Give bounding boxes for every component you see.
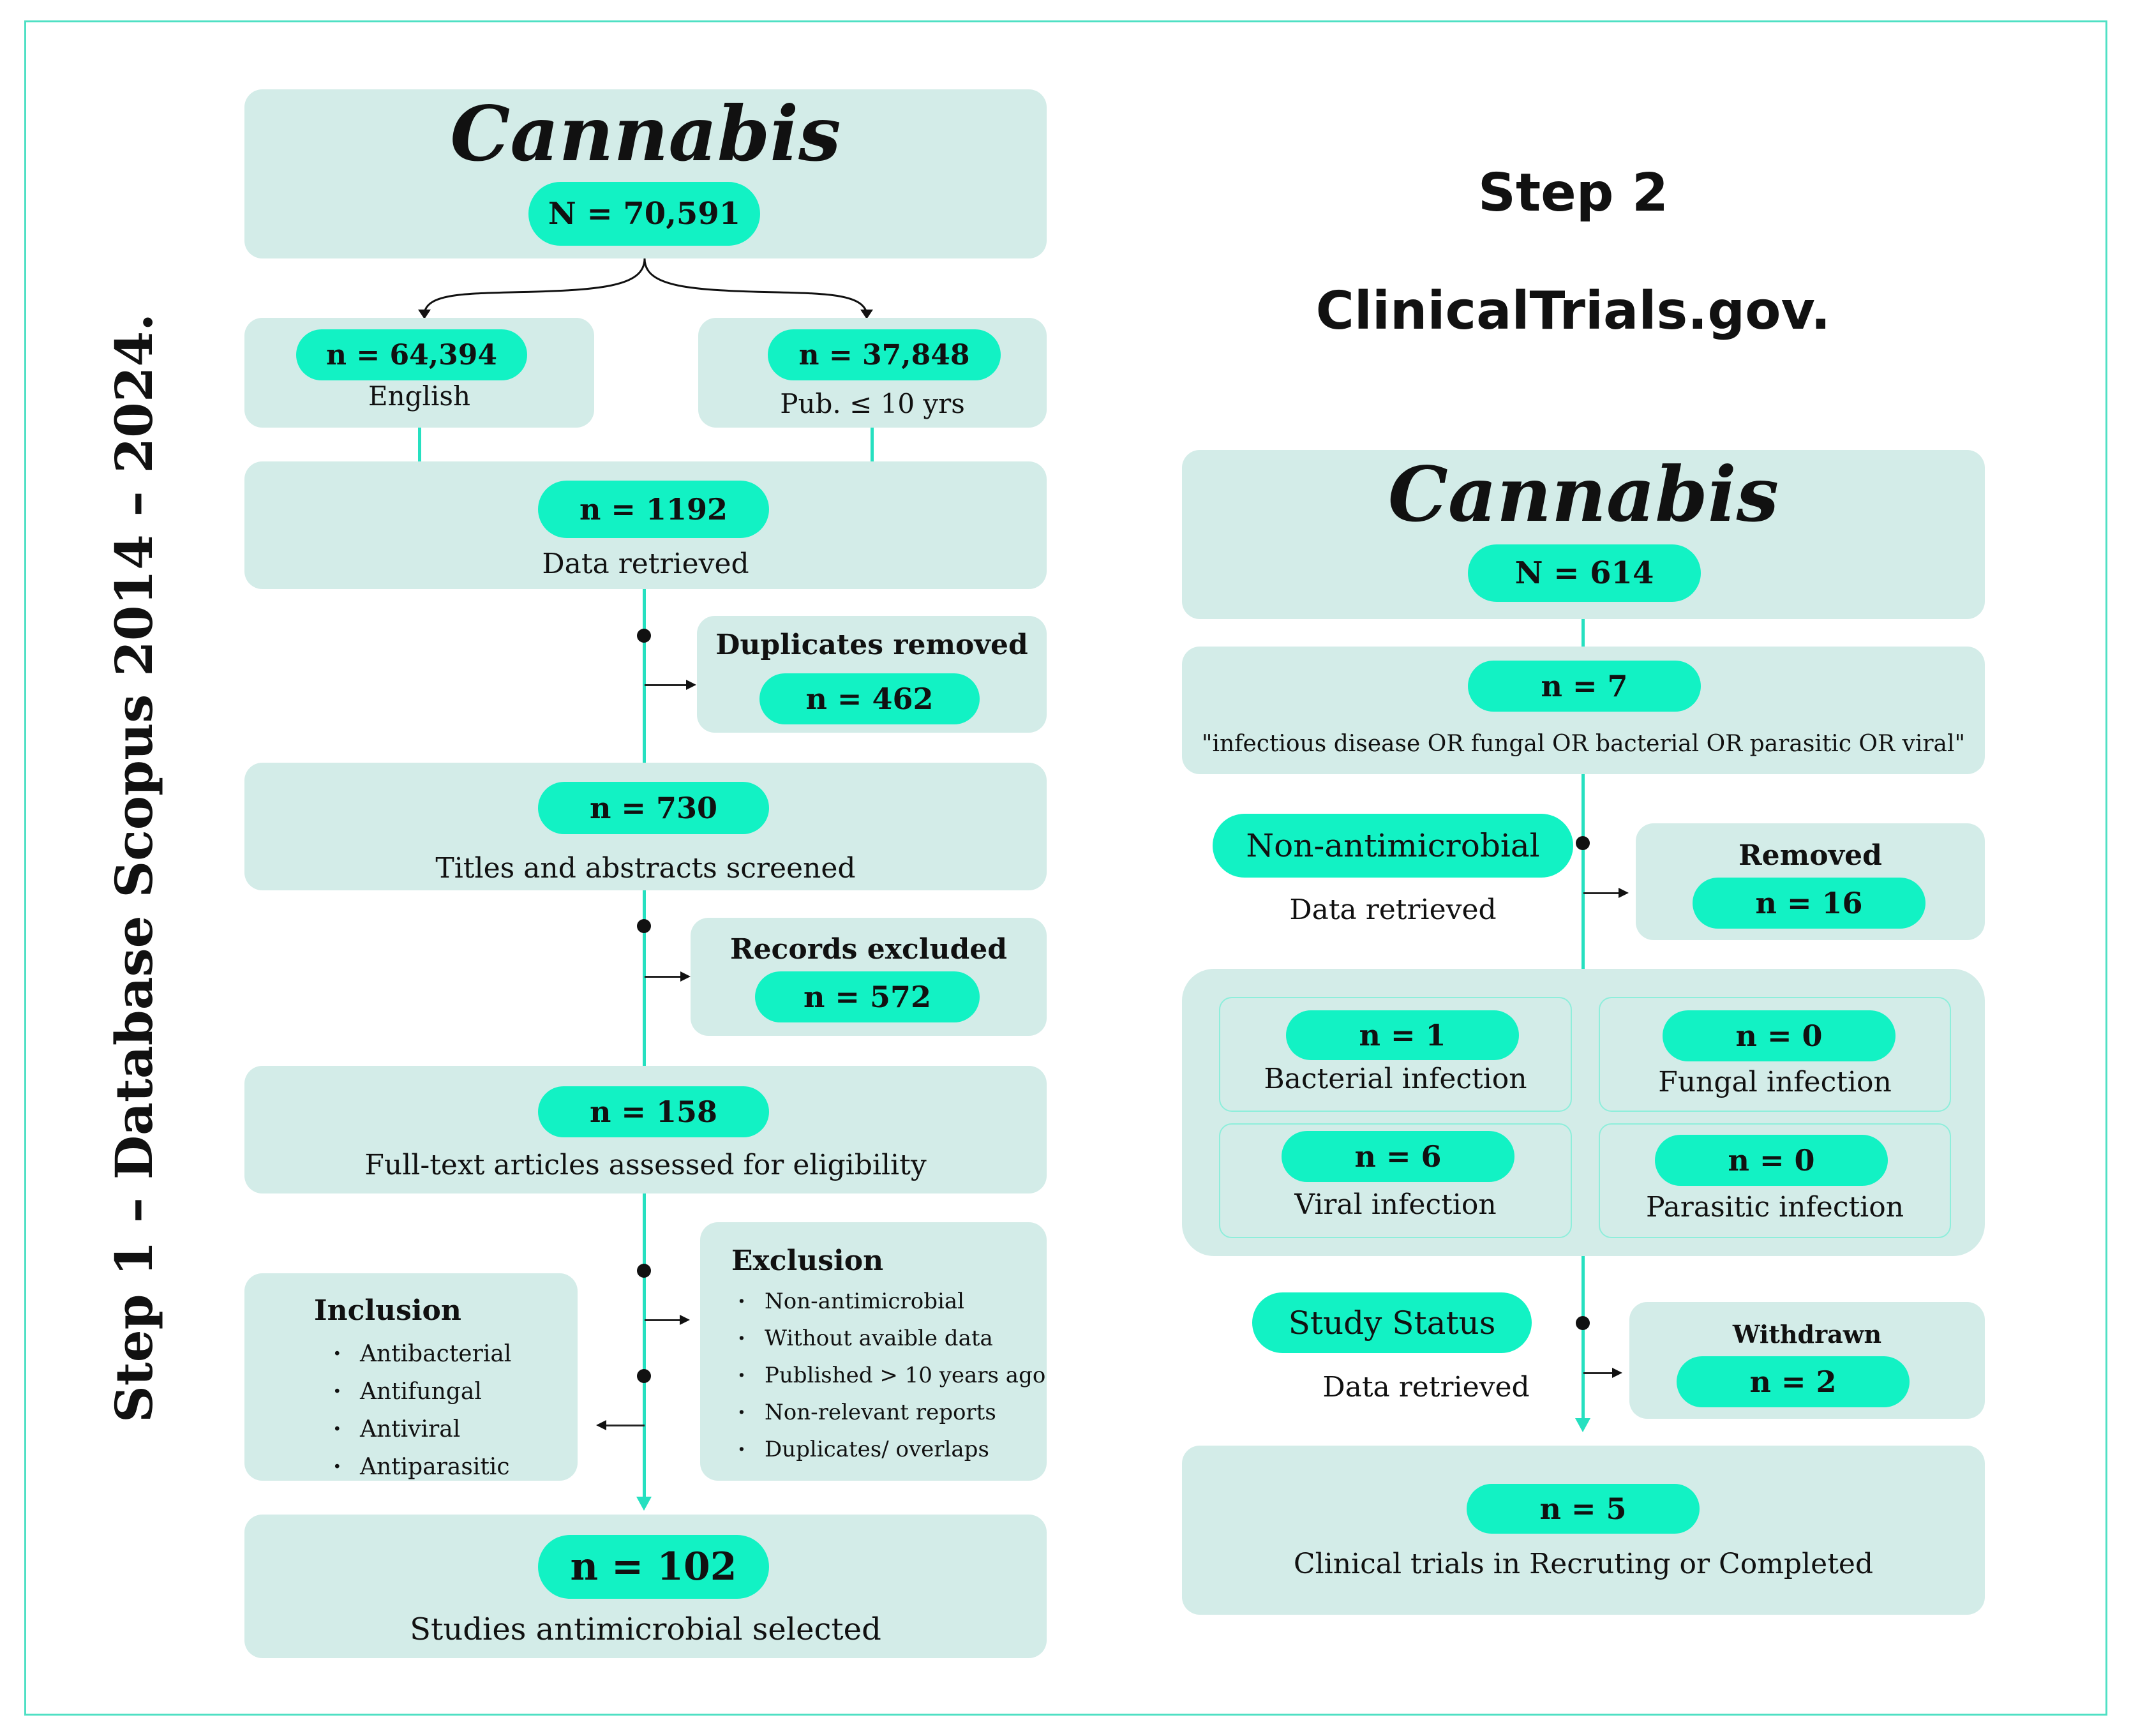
infection-card-bacterial xyxy=(1219,997,1572,1112)
exclusion-item: Published > 10 years ago xyxy=(730,1357,1045,1394)
study-status-tag: Study Status xyxy=(1252,1292,1532,1353)
exclusion-title: Exclusion xyxy=(731,1245,884,1277)
fungal-pill: n = 0 xyxy=(1663,1010,1895,1061)
excluded-dot xyxy=(637,919,651,933)
inclusion-branch xyxy=(605,1425,645,1426)
infection-card-fungal xyxy=(1599,997,1951,1112)
pub-pill: n = 37,848 xyxy=(768,329,1001,380)
exclusion-item: Duplicates/ overlaps xyxy=(730,1431,1045,1468)
pub-label: Pub. ≤ 10 yrs xyxy=(780,388,965,419)
bacterial-label: Bacterial infection xyxy=(1264,1063,1527,1095)
step2-cannabis-title: Cannabis xyxy=(1387,450,1779,539)
step2-title: Step 2 xyxy=(1477,163,1669,223)
withdrawn-arrow xyxy=(1612,1368,1622,1378)
inclusion-item: Antiviral xyxy=(325,1410,511,1448)
step2-connector-top xyxy=(1581,619,1585,648)
figure-frame xyxy=(24,20,2107,1716)
step2-total-pill: N = 614 xyxy=(1468,544,1701,602)
english-label: English xyxy=(368,380,471,412)
inclusion-arrow xyxy=(596,1420,606,1430)
fungal-label: Fungal infection xyxy=(1658,1066,1892,1098)
selected-label: Studies antimicrobial selected xyxy=(410,1612,881,1647)
exclusion-item: Without avaible data xyxy=(730,1320,1045,1357)
excluded-branch xyxy=(645,976,684,978)
step2-source: ClinicalTrials.gov. xyxy=(1315,281,1831,341)
duplicates-title: Duplicates removed xyxy=(715,629,1028,661)
withdrawn-pill: n = 2 xyxy=(1677,1356,1910,1407)
exclusion-item: Non-relevant reports xyxy=(730,1394,1045,1431)
screened-label: Titles and abstracts screened xyxy=(435,852,856,885)
exclusion-branch xyxy=(645,1319,683,1321)
pub-connector xyxy=(871,428,874,463)
inclusion-dot xyxy=(637,1369,651,1383)
withdrawn-title: Withdrawn xyxy=(1732,1320,1882,1349)
bacterial-pill: n = 1 xyxy=(1286,1010,1519,1060)
fulltext-pill: n = 158 xyxy=(538,1086,769,1137)
step1-cannabis-title: Cannabis xyxy=(450,89,841,178)
retrieved-label: Data retrieved xyxy=(542,548,749,580)
parasitic-pill: n = 0 xyxy=(1655,1135,1888,1186)
english-pill: n = 64,394 xyxy=(296,329,527,380)
inclusion-list: Antibacterial Antifungal Antiviral Antip… xyxy=(325,1335,511,1486)
inclusion-item: Antibacterial xyxy=(325,1335,511,1373)
withdrawn-dot xyxy=(1576,1316,1590,1330)
removed-branch xyxy=(1583,892,1622,894)
excluded-title: Records excluded xyxy=(730,933,1007,966)
english-connector xyxy=(418,428,421,463)
query-pill: n = 7 xyxy=(1468,661,1701,712)
query-label: "infectious disease OR fungal OR bacteri… xyxy=(1201,731,1966,757)
removed-dot xyxy=(1576,836,1590,850)
inclusion-title: Inclusion xyxy=(314,1294,461,1327)
study-status-label: Data retrieved xyxy=(1322,1371,1530,1403)
inclusion-item: Antiparasitic xyxy=(325,1448,511,1486)
removed-pill: n = 16 xyxy=(1693,878,1925,929)
infection-card-viral xyxy=(1219,1123,1572,1238)
exclusion-dot xyxy=(637,1264,651,1278)
removed-title: Removed xyxy=(1738,839,1882,872)
excluded-arrow xyxy=(680,971,691,982)
final-label: Clinical trials in Recruting or Complete… xyxy=(1293,1548,1874,1580)
viral-pill: n = 6 xyxy=(1282,1131,1514,1182)
exclusion-arrow xyxy=(680,1315,690,1325)
exclusion-item: Non-antimicrobial xyxy=(730,1283,1045,1320)
selected-pill: n = 102 xyxy=(538,1535,769,1599)
parasitic-label: Parasitic infection xyxy=(1645,1191,1904,1223)
step1-main-line xyxy=(643,589,646,1502)
duplicates-dot xyxy=(637,629,651,643)
infection-card-parasitic xyxy=(1599,1123,1951,1238)
excluded-pill: n = 572 xyxy=(755,971,980,1022)
duplicates-branch xyxy=(645,684,689,686)
duplicates-arrow xyxy=(686,680,696,690)
nonantimicrobial-tag: Non-antimicrobial xyxy=(1213,814,1573,878)
withdrawn-branch xyxy=(1583,1372,1615,1374)
duplicates-pill: n = 462 xyxy=(759,673,980,724)
final-pill: n = 5 xyxy=(1467,1484,1700,1534)
screened-pill: n = 730 xyxy=(538,782,769,834)
step1-total-pill: N = 70,591 xyxy=(528,182,760,246)
step1-final-arrow xyxy=(636,1497,652,1511)
removed-arrow xyxy=(1619,888,1629,898)
exclusion-list: Non-antimicrobial Without avaible data P… xyxy=(730,1283,1045,1468)
retrieved-pill: n = 1192 xyxy=(538,481,769,538)
fulltext-label: Full-text articles assessed for eligibil… xyxy=(364,1149,927,1181)
inclusion-item: Antifungal xyxy=(325,1373,511,1410)
viral-label: Viral infection xyxy=(1294,1188,1497,1221)
nonantimicrobial-label: Data retrieved xyxy=(1289,894,1497,926)
step2-final-arrow xyxy=(1575,1418,1590,1432)
